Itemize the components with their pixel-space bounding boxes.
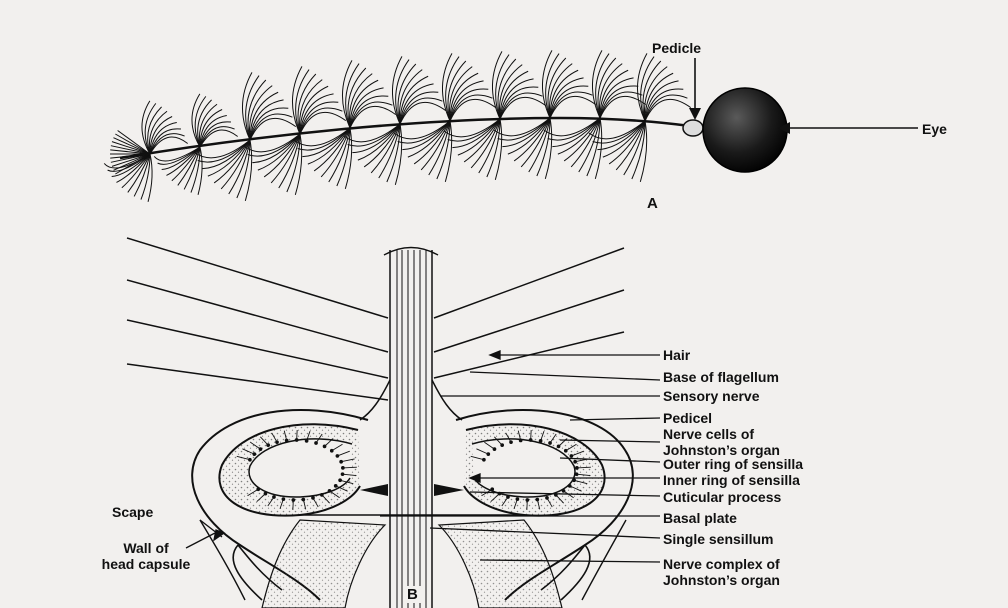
label-pedicel: Pedicel bbox=[663, 410, 712, 426]
label-nerve-complex-line1: Nerve complex of bbox=[663, 556, 780, 572]
label-hair: Hair bbox=[663, 347, 690, 363]
hair-left-1 bbox=[127, 238, 388, 318]
label-base-of-flagellum: Base of flagellum bbox=[663, 369, 779, 385]
label-single-sensillum: Single sensillum bbox=[663, 531, 773, 547]
label-basal-plate: Basal plate bbox=[663, 510, 737, 526]
eye-a bbox=[703, 88, 787, 172]
antenna-b bbox=[127, 238, 633, 608]
hair-left-2 bbox=[127, 280, 388, 352]
label-nerve-cells-line1: Nerve cells of bbox=[663, 426, 754, 442]
label-scape: Scape bbox=[112, 504, 153, 520]
label-outer-ring: Outer ring of sensilla bbox=[663, 456, 803, 472]
flagellum-column bbox=[384, 248, 438, 608]
cuticular-process-right bbox=[434, 484, 464, 496]
panel-label-b: B bbox=[404, 586, 421, 603]
panel-label-a: A bbox=[647, 195, 658, 212]
base-of-flagellum bbox=[360, 380, 462, 420]
johnstons-organ-left bbox=[219, 424, 360, 515]
label-wall-line2: head capsule bbox=[96, 556, 196, 572]
hair-right-1 bbox=[434, 248, 624, 318]
label-sensory-nerve: Sensory nerve bbox=[663, 388, 760, 404]
pedicle-a bbox=[683, 120, 703, 136]
label-inner-ring: Inner ring of sensilla bbox=[663, 472, 800, 488]
label-wall-line1: Wall of bbox=[96, 540, 196, 556]
antenna-a bbox=[104, 50, 918, 201]
johnstons-organ-right bbox=[464, 424, 605, 515]
label-eye: Eye bbox=[922, 121, 947, 137]
pedicle-arrowhead bbox=[689, 108, 701, 120]
hair-right-2 bbox=[434, 290, 624, 352]
nerve-complex-left bbox=[262, 520, 385, 608]
label-pedicle: Pedicle bbox=[652, 40, 701, 56]
label-cuticular-process: Cuticular process bbox=[663, 489, 781, 505]
flagellum-whorls bbox=[104, 50, 691, 201]
label-nerve-complex-line2: Johnston’s organ bbox=[663, 572, 780, 588]
cuticular-process-left bbox=[360, 484, 388, 496]
